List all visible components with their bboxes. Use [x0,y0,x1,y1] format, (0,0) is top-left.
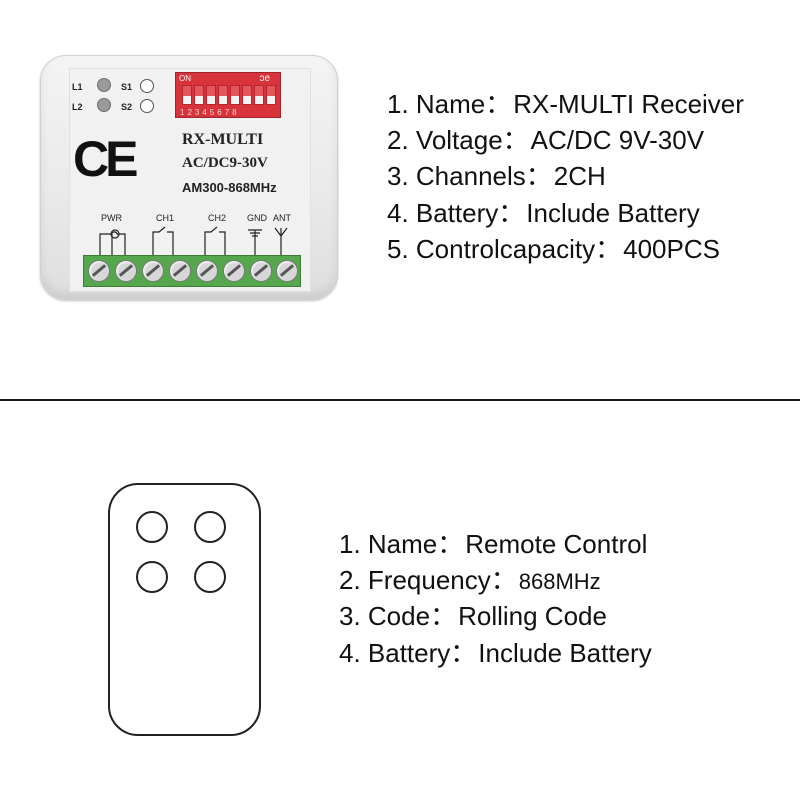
screw-terminal-icon[interactable] [276,260,298,282]
screw-terminal-icon[interactable] [169,260,191,282]
terminal-label-ch2: CH2 [208,213,227,223]
led-l2-icon [97,98,111,112]
dip-on-label: ON [179,74,191,83]
dip-switch-6[interactable] [242,85,252,105]
model-label: RX-MULTI [182,131,264,148]
remote-spec-battery: 4. Battery：Include Battery [339,633,652,670]
ce-mark-icon: CE [73,131,138,187]
spec-label: 4. Battery： [339,638,477,668]
dip-switch-8[interactable] [266,85,276,105]
screw-terminal-icon[interactable] [223,260,245,282]
terminal-block [83,255,301,287]
screw-terminal-icon[interactable] [250,260,272,282]
section-divider [0,399,800,401]
led-label-l2: L2 [72,102,83,112]
spec-label: 3. Code： [339,601,457,631]
spec-label: 3. Channels： [387,161,552,191]
remote-spec-frequency: 2. Frequency：868MHz [339,560,601,597]
dip-switch-3[interactable] [206,85,216,105]
spec-value: RX-MULTI Receiver [513,89,744,119]
receiver-spec-voltage: 2. Voltage：AC/DC 9V-30V [387,120,704,157]
led-l1-icon [97,78,111,92]
terminal-label-gnd: GND [247,213,267,223]
dip-switch-1[interactable] [182,85,192,105]
spec-value: AC/DC 9V-30V [530,125,705,155]
terminal-label-ant: ANT [273,213,291,223]
dip-switch-2[interactable] [194,85,204,105]
terminal-label-pwr: PWR [101,213,122,223]
receiver-spec-battery: 4. Battery：Include Battery [387,193,700,230]
power-label: AC/DC9-30V [182,155,268,171]
remote-button-3[interactable] [136,561,168,593]
dip-logo-icon: ↄe [259,73,270,84]
spec-label: 2. Frequency： [339,565,517,595]
receiver-spec-channels: 3. Channels：2CH [387,156,606,193]
dip-switch-5[interactable] [230,85,240,105]
screw-terminal-icon[interactable] [196,260,218,282]
receiver-spec-capacity: 5. Controlcapacity：400PCS [387,229,720,266]
remote-control [108,483,261,736]
spec-label: 2. Voltage： [387,125,529,155]
frequency-label: AM300-868MHz [182,180,277,195]
button-label-s2: S2 [121,102,133,112]
remote-button-4[interactable] [194,561,226,593]
spec-label: 1. Name： [339,529,464,559]
spec-value: Rolling Code [458,601,607,631]
spec-value: 868MHz [518,569,601,594]
remote-spec-code: 3. Code：Rolling Code [339,596,607,633]
spec-value: Remote Control [465,529,648,559]
dip-switch-7[interactable] [254,85,264,105]
wiring-schematic-icon [99,226,288,255]
spec-value: 2CH [553,161,606,191]
spec-value: Include Battery [526,198,700,228]
dip-switch[interactable]: ON ↄe 12345678 [175,72,281,118]
spec-label: 5. Controlcapacity： [387,234,622,264]
s2-button[interactable] [140,99,154,113]
spec-value: Include Battery [478,638,652,668]
remote-button-1[interactable] [136,511,168,543]
s1-button[interactable] [140,79,154,93]
dip-switch-4[interactable] [218,85,228,105]
receiver-spec-name: 1. Name：RX-MULTI Receiver [387,84,744,121]
remote-button-2[interactable] [194,511,226,543]
screw-terminal-icon[interactable] [88,260,110,282]
spec-value: 400PCS [623,234,720,264]
terminal-label-ch1: CH1 [156,213,175,223]
button-label-s1: S1 [121,82,133,92]
spec-label: 4. Battery： [387,198,525,228]
remote-spec-name: 1. Name：Remote Control [339,524,647,561]
led-label-l1: L1 [72,82,83,92]
screw-terminal-icon[interactable] [142,260,164,282]
dip-numbers: 12345678 [180,108,240,117]
spec-label: 1. Name： [387,89,512,119]
screw-terminal-icon[interactable] [115,260,137,282]
